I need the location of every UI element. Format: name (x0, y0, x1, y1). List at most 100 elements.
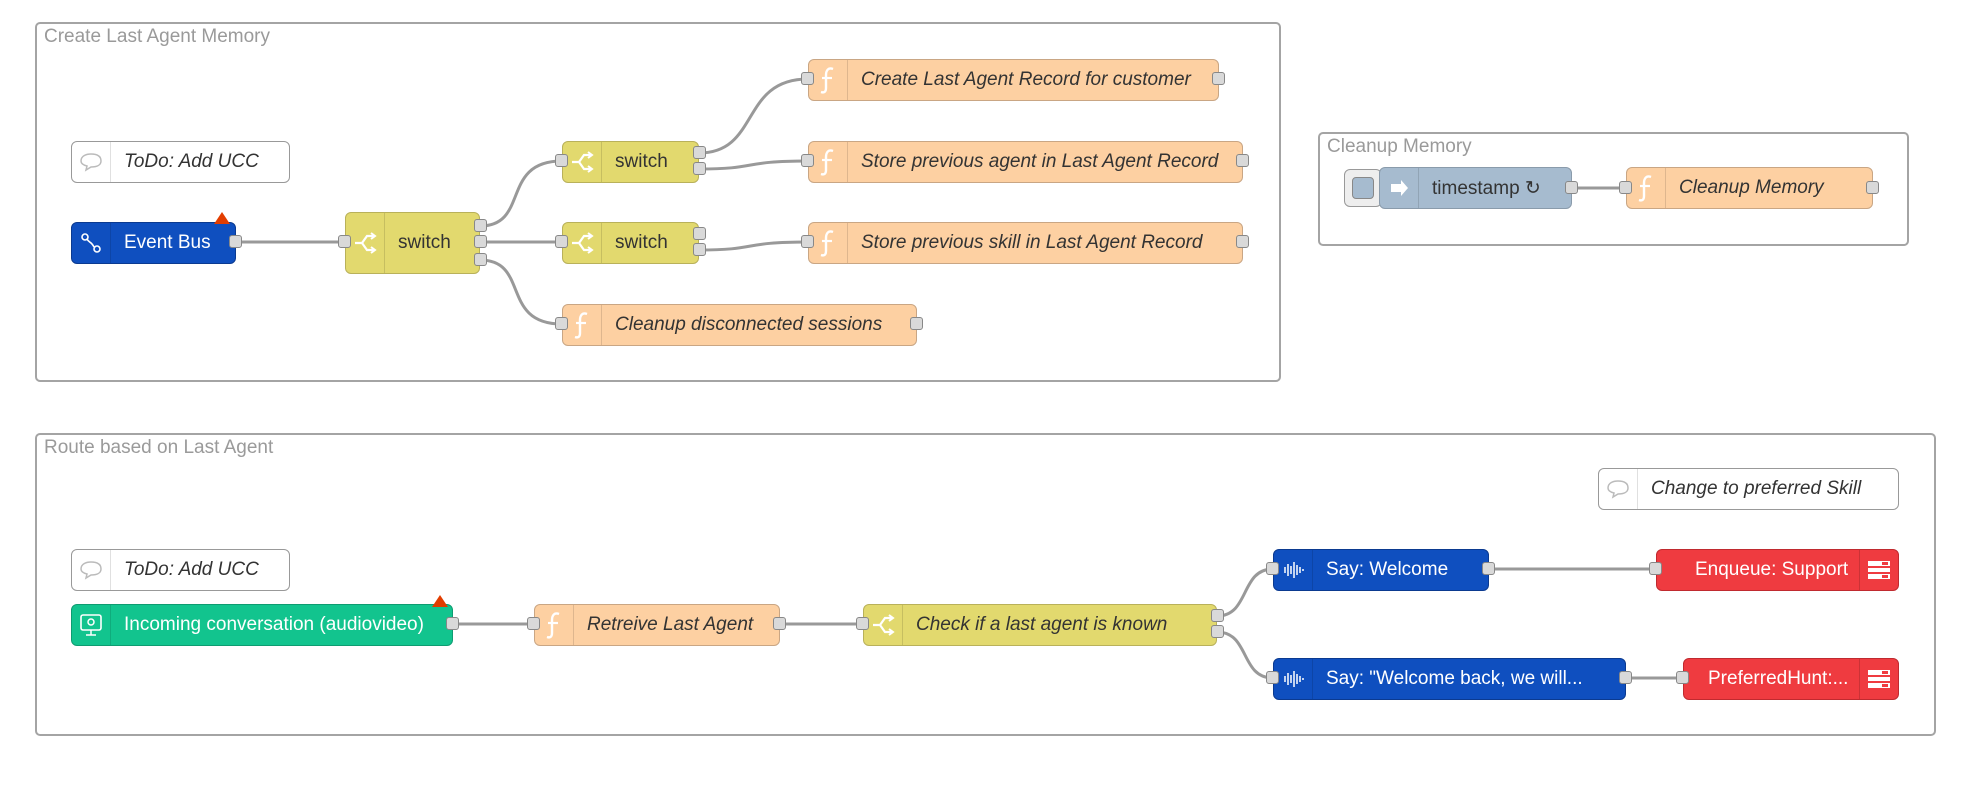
function-node-store-skill[interactable]: Store previous skill in Last Agent Recor… (808, 222, 1243, 264)
function-node-retrieve-last-agent[interactable]: Retreive Last Agent (534, 604, 780, 646)
output-port[interactable] (773, 617, 786, 630)
say-node-welcome-back[interactable]: Say: "Welcome back, we will... (1273, 658, 1626, 700)
inject-arrow-icon (1380, 168, 1419, 208)
warning-icon (432, 595, 448, 607)
node-label: Create Last Agent Record for customer (861, 69, 1191, 90)
output-port[interactable] (1565, 181, 1578, 194)
function-icon (809, 142, 848, 182)
node-label: Retreive Last Agent (587, 614, 754, 635)
comment-icon (72, 550, 111, 590)
wire-check-welcome (1216, 567, 1274, 618)
node-label: switch (615, 151, 668, 172)
output-port[interactable] (474, 253, 487, 266)
input-port[interactable] (555, 154, 568, 167)
node-label: ToDo: Add UCC (124, 559, 259, 580)
incoming-call-icon (72, 605, 111, 645)
switch-icon (864, 605, 903, 645)
wire-switchlower-store-skill (698, 240, 809, 252)
incoming-conversation-node[interactable]: Incoming conversation (audiovideo) (71, 604, 453, 646)
output-port[interactable] (1212, 72, 1225, 85)
node-label: PreferredHunt:... (1708, 668, 1849, 689)
group-label: Route based on Last Agent (44, 437, 274, 458)
comment-icon (72, 142, 111, 182)
output-port[interactable] (693, 227, 706, 240)
output-port[interactable] (693, 243, 706, 256)
input-port[interactable] (1619, 181, 1632, 194)
warning-icon (214, 212, 230, 224)
inject-node-timestamp[interactable]: timestamp ↻ (1379, 167, 1572, 209)
node-label: switch (615, 232, 668, 253)
input-port[interactable] (1266, 562, 1279, 575)
input-port[interactable] (801, 235, 814, 248)
input-port[interactable] (856, 617, 869, 630)
node-label: Cleanup Memory (1679, 177, 1824, 198)
wire-switchupper-create (698, 77, 809, 155)
output-port[interactable] (474, 219, 487, 232)
function-icon (809, 60, 848, 100)
output-port[interactable] (910, 317, 923, 330)
node-label: timestamp ↻ (1432, 177, 1541, 199)
output-port[interactable] (1236, 154, 1249, 167)
switch-node-check-last-agent[interactable]: Check if a last agent is known (863, 604, 1217, 646)
audio-wave-icon (1274, 550, 1313, 590)
event-bus-icon (72, 223, 111, 263)
input-port[interactable] (1266, 671, 1279, 684)
function-node-store-agent[interactable]: Store previous agent in Last Agent Recor… (808, 141, 1243, 183)
node-label: Store previous agent in Last Agent Recor… (861, 151, 1219, 172)
enqueue-node-support[interactable]: Enqueue: Support (1656, 549, 1899, 591)
node-label: Enqueue: Support (1695, 559, 1849, 580)
group-create-last-agent-memory[interactable]: Create Last Agent Memory (35, 22, 1281, 382)
output-port[interactable] (1619, 671, 1632, 684)
wire-switch-cleanup-sessions (479, 258, 563, 326)
queue-icon (1859, 659, 1898, 699)
input-port[interactable] (338, 235, 351, 248)
output-port[interactable] (474, 235, 487, 248)
node-label: Store previous skill in Last Agent Recor… (861, 232, 1203, 253)
output-port[interactable] (693, 162, 706, 175)
audio-wave-icon (1274, 659, 1313, 699)
output-port[interactable] (229, 235, 242, 248)
output-port[interactable] (1211, 625, 1224, 638)
function-node-create-record[interactable]: Create Last Agent Record for customer (808, 59, 1219, 101)
switch-node-lower[interactable]: switch (562, 222, 699, 264)
function-node-cleanup-memory[interactable]: Cleanup Memory (1626, 167, 1873, 209)
node-label: Cleanup disconnected sessions (615, 314, 883, 335)
comment-node-todo-ucc[interactable]: ToDo: Add UCC (71, 549, 290, 591)
comment-node-preferred-skill[interactable]: Change to preferred Skill (1598, 468, 1899, 510)
group-cleanup-memory[interactable]: Cleanup Memory (1318, 132, 1909, 246)
comment-icon (1599, 469, 1638, 509)
inject-trigger-button[interactable] (1344, 169, 1382, 207)
comment-node-todo-ucc[interactable]: ToDo: Add UCC (71, 141, 290, 183)
output-port[interactable] (693, 146, 706, 159)
output-port[interactable] (1236, 235, 1249, 248)
event-bus-node[interactable]: Event Bus (71, 222, 236, 264)
group-route-based-on-last-agent[interactable]: Route based on Last Agent (35, 433, 1936, 736)
input-port[interactable] (1649, 562, 1662, 575)
node-label: Say: "Welcome back, we will... (1326, 668, 1583, 689)
queue-icon (1859, 550, 1898, 590)
function-node-cleanup-sessions[interactable]: Cleanup disconnected sessions (562, 304, 917, 346)
input-port[interactable] (801, 154, 814, 167)
input-port[interactable] (801, 72, 814, 85)
output-port[interactable] (1211, 609, 1224, 622)
node-label: switch (398, 232, 451, 253)
enqueue-node-preferred-hunt[interactable]: PreferredHunt:... (1683, 658, 1899, 700)
input-port[interactable] (555, 235, 568, 248)
node-label: ToDo: Add UCC (124, 151, 259, 172)
function-icon (535, 605, 574, 645)
output-port[interactable] (1866, 181, 1879, 194)
switch-node-upper[interactable]: switch (562, 141, 699, 183)
function-icon (809, 223, 848, 263)
output-port[interactable] (1482, 562, 1495, 575)
input-port[interactable] (1676, 671, 1689, 684)
output-port[interactable] (446, 617, 459, 630)
switch-node-main[interactable]: switch (345, 212, 480, 274)
say-node-welcome[interactable]: Say: Welcome (1273, 549, 1489, 591)
group-label: Cleanup Memory (1327, 136, 1472, 157)
input-port[interactable] (527, 617, 540, 630)
node-label: Change to preferred Skill (1651, 478, 1862, 499)
function-icon (563, 305, 602, 345)
input-port[interactable] (555, 317, 568, 330)
